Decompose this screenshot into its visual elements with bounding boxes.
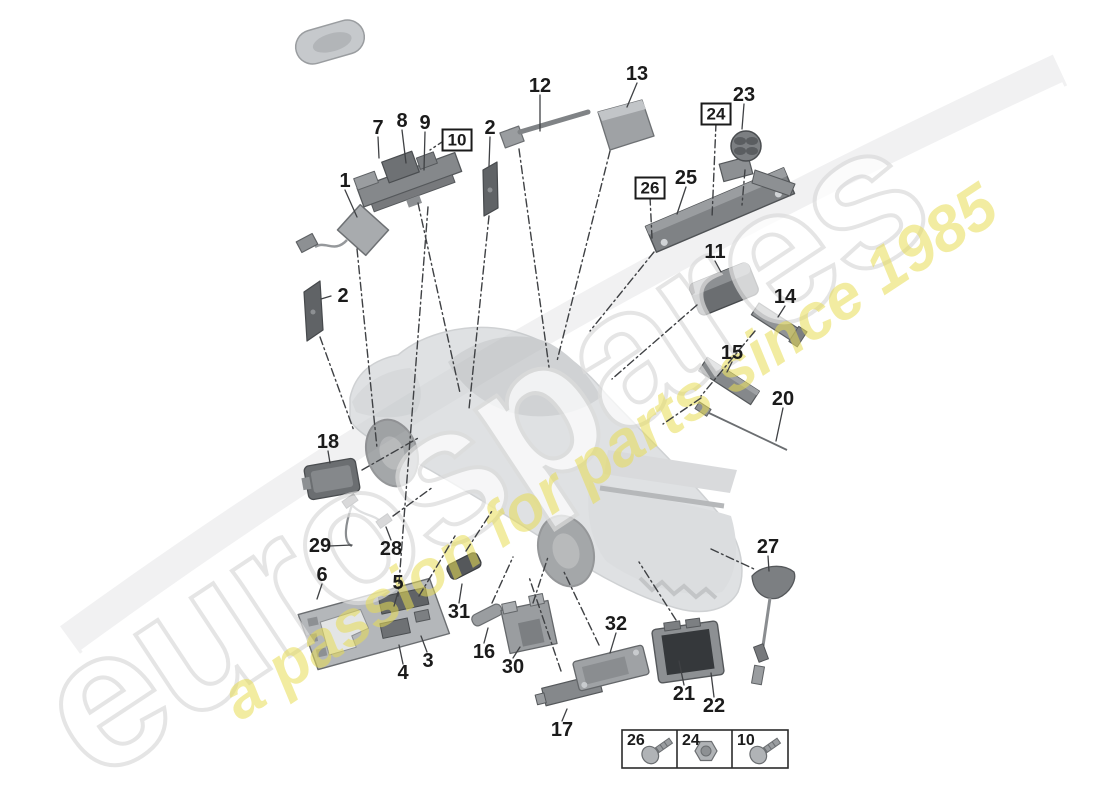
part-14-antenna-amplifier [750, 302, 808, 348]
watermark: eurospares a passion for parts since 198… [0, 78, 1011, 800]
callout-25: 25 [674, 167, 698, 189]
callout-13: 13 [625, 63, 649, 85]
callout-31: 31 [447, 601, 471, 623]
callout-6: 6 [316, 564, 328, 586]
part-20-antenna-wire [694, 401, 788, 451]
part-28-29-wiring-harness [341, 493, 393, 548]
part-21-22-control-unit [651, 617, 725, 684]
callout-8: 8 [396, 110, 408, 132]
car-rear-wheel-hub [552, 533, 580, 569]
callout-32: 32 [604, 613, 628, 635]
part-13-cover-plate [597, 99, 655, 151]
fastener-cell-label-26: 26 [627, 732, 645, 749]
callout-24-boxed: 24 [700, 102, 732, 126]
callout-2-top: 2 [484, 117, 496, 139]
callout-26-boxed: 26 [634, 176, 666, 200]
leader-lines [316, 82, 786, 722]
part-key-fob [294, 19, 366, 65]
part-2-plate-left [303, 280, 324, 342]
part-31-clip [446, 552, 482, 580]
callout-15: 15 [720, 342, 744, 364]
callout-16: 16 [472, 641, 496, 663]
car-taillight-strip [599, 485, 725, 509]
label-pointers [316, 82, 786, 722]
callout-29: 29 [308, 535, 332, 557]
parts-layer [294, 19, 808, 707]
fastener-cell-label-24: 24 [682, 732, 700, 749]
callout-2-left: 2 [337, 285, 349, 307]
part-16-clip [471, 603, 503, 627]
callout-23: 23 [732, 84, 756, 106]
fastener-legend-box [621, 729, 789, 769]
part-27-fin-antenna [751, 565, 796, 686]
callout-4: 4 [397, 662, 409, 684]
callout-3: 3 [422, 650, 434, 672]
callout-17: 17 [550, 719, 574, 741]
dashed-leaders [319, 122, 756, 672]
callout-27: 27 [756, 536, 780, 558]
part-3-4-5-6-carrier-panel [297, 577, 451, 671]
washer-screw-icon [641, 737, 674, 765]
car-hood [352, 368, 421, 418]
part-25-mounting-bracket [644, 167, 796, 253]
callout-1: 1 [339, 170, 351, 192]
car-glasshouse [448, 336, 601, 417]
callout-30: 30 [501, 656, 525, 678]
part-1-antenna-module [295, 203, 390, 257]
callout-11: 11 [704, 241, 726, 263]
callout-12: 12 [528, 75, 552, 97]
car-rear-bumper [588, 480, 737, 595]
part-2-plate-top [482, 161, 499, 217]
hex-nut-icon [694, 740, 718, 762]
part-32-bracket-plate [572, 644, 650, 692]
part-11-control-unit [689, 262, 759, 316]
callout-7: 7 [372, 117, 384, 139]
part-12-antenna-rod [499, 109, 591, 149]
callout-5: 5 [392, 572, 404, 594]
callout-9: 9 [419, 112, 431, 134]
callout-20: 20 [771, 388, 795, 410]
car-illustration [349, 326, 743, 613]
callout-10-boxed: 10 [441, 128, 473, 152]
callout-22: 22 [702, 695, 726, 717]
callout-14: 14 [773, 286, 797, 308]
part-18-control-module [301, 457, 361, 501]
car-rear-deck [604, 450, 737, 493]
car-rear-diffuser [638, 576, 718, 600]
callout-28: 28 [379, 538, 403, 560]
fastener-cell-label-10: 10 [737, 732, 755, 749]
part-30-holder [500, 592, 558, 655]
part-7-8-9-bracket-assembly [353, 150, 463, 213]
washer-screw-icon [749, 737, 782, 765]
watermark-brand-text: eurospares [0, 80, 962, 800]
callout-18: 18 [316, 431, 340, 453]
part-15-antenna-amplifier [698, 356, 760, 406]
callout-21: 21 [672, 683, 696, 705]
